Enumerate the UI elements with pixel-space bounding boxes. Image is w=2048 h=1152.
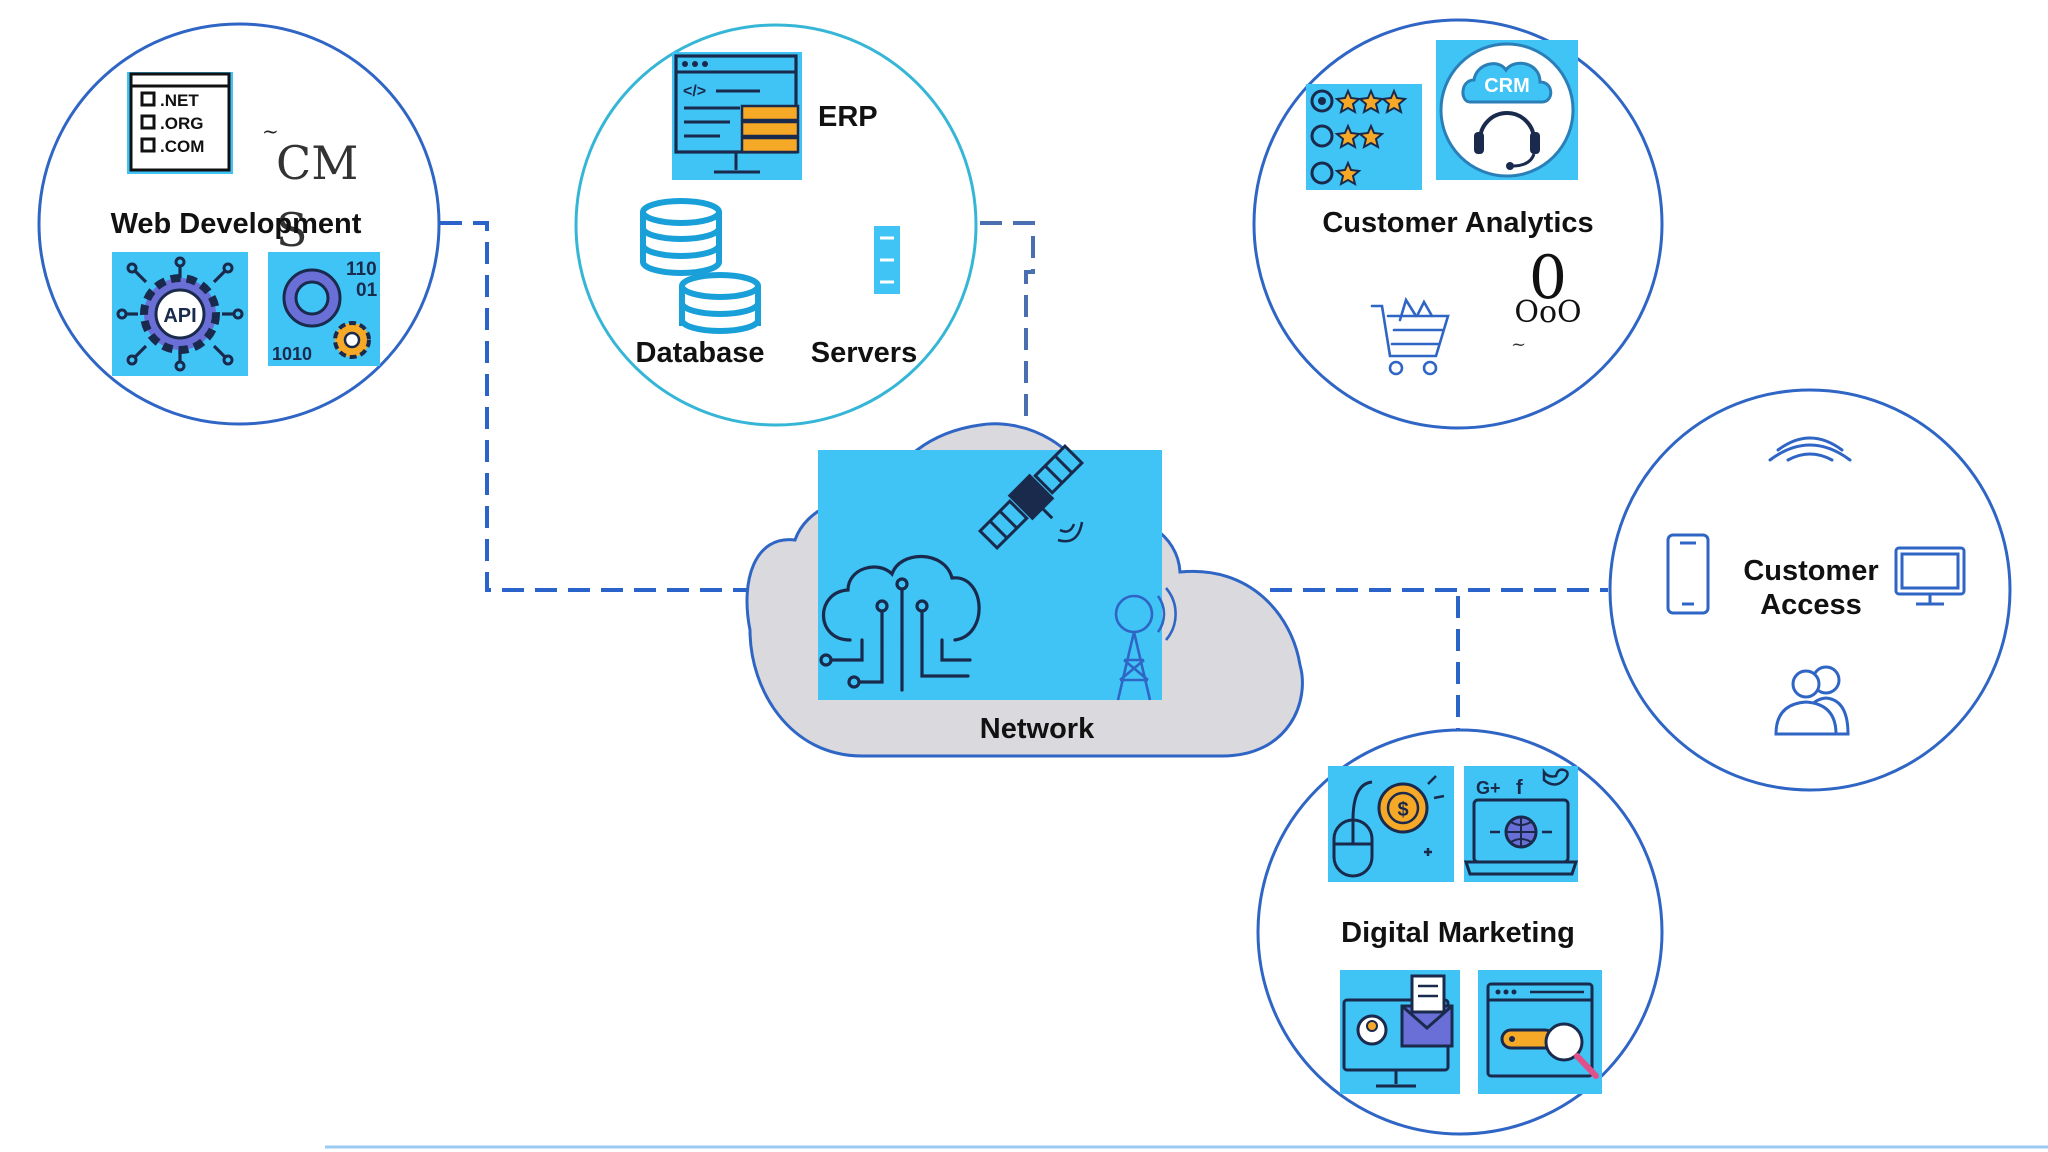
customer-access-node: Customer Access (1608, 388, 2012, 792)
customer-access-circle (1608, 388, 2012, 792)
laptop-social-icon: G+ f (1463, 766, 1579, 882)
rating-stars-icon (1306, 84, 1422, 190)
network-label: Network (980, 713, 1095, 745)
smartphone-icon (1666, 533, 1710, 615)
digital-marketing-node: $ G+ f Digital Marketing (1256, 728, 1664, 1136)
customer-analytics-label: Customer Analytics (1322, 207, 1593, 239)
email-monitor-icon (1340, 970, 1460, 1094)
domain-net: .NET (160, 91, 199, 110)
network-tile (818, 450, 1162, 700)
social-facebook: f (1516, 777, 1523, 799)
domain-com: .COM (160, 137, 204, 156)
digital-marketing-label: Digital Marketing (1341, 917, 1575, 949)
satellite-signal-icon (1057, 521, 1084, 543)
customer-access-label-line2: Access (1760, 589, 1862, 621)
database-label: Database (636, 337, 765, 369)
satellite-icon (977, 443, 1085, 551)
shopping-cart-icon (1370, 296, 1450, 376)
crm-text: CRM (1484, 75, 1530, 97)
social-google-plus: G+ (1476, 778, 1501, 798)
cloud-circuit-icon (819, 554, 981, 692)
binary-gear-icon: 110 01 1010 (268, 252, 380, 366)
customer-access-label-line1: Customer (1743, 555, 1878, 587)
users-icon (1774, 665, 1850, 736)
customer-analytics-node: CRM Customer Analytics 0 OoO ~ (1252, 18, 1664, 430)
browser-search-icon (1478, 970, 1602, 1094)
erp-group-node: </> ERP Database (574, 23, 978, 427)
binary-bottom: 1010 (272, 344, 312, 364)
radio-tower-icon (1114, 587, 1177, 701)
api-text: API (163, 305, 196, 327)
erp-code-window-icon: </> (672, 52, 802, 180)
domain-org: .ORG (160, 114, 203, 133)
cms-s-text: S (276, 203, 308, 257)
crm-headset-icon: CRM (1436, 40, 1578, 180)
web-development-node: .NET .ORG .COM ~ CM S Web Development (37, 22, 441, 426)
binary-mid: 01 (356, 280, 378, 301)
code-tag-text: </> (683, 83, 706, 100)
monitor-icon (1894, 546, 1966, 606)
servers-label: Servers (811, 337, 917, 369)
erp-label: ERP (818, 101, 878, 133)
analytics-ooo: OoO (1514, 295, 1581, 330)
server-icon (874, 226, 900, 294)
web-development-label: Web Development (111, 208, 362, 240)
database-icon (640, 198, 761, 334)
network-cloud: Network (745, 422, 1304, 758)
connector-erp-group (980, 221, 1035, 425)
api-gear-icon: API (112, 252, 248, 376)
dollar-text: $ (1397, 799, 1408, 821)
cms-text: CM (276, 136, 358, 190)
twitter-bird-icon (1542, 767, 1569, 786)
analytics-tilde: ~ (1511, 334, 1526, 355)
connectors (440, 221, 1608, 730)
analytics-zero: 0 (1529, 243, 1567, 313)
binary-top: 110 (346, 259, 377, 280)
domain-list-icon: .NET .ORG .COM (127, 72, 233, 174)
wifi-icon (1768, 436, 1852, 462)
mouse-coin-icon: $ (1328, 766, 1454, 882)
cms-tilde: ~ (262, 119, 279, 143)
